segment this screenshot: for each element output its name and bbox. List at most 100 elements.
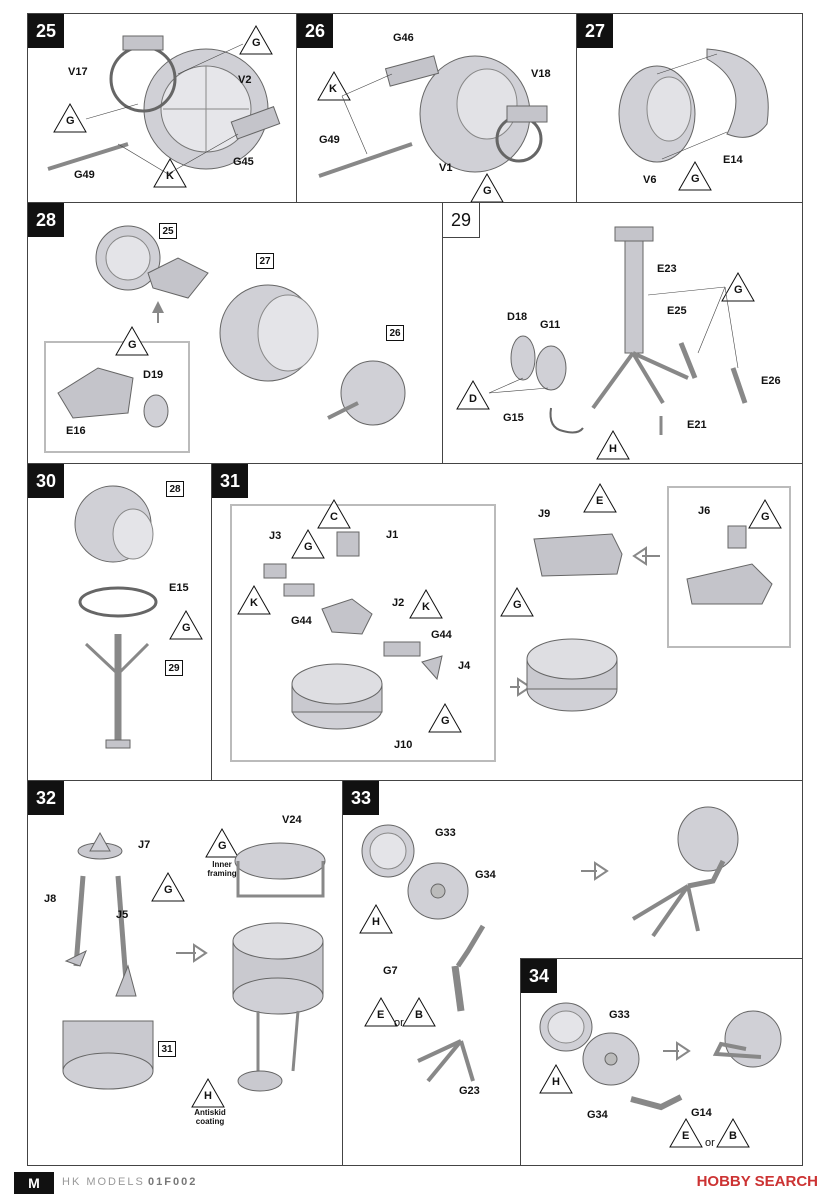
label-g: G (252, 37, 261, 49)
step-29-panel: 29 E23 G D18 G11 E25 E26 D G15 E21 H (442, 202, 803, 464)
label-g49: G49 (319, 134, 340, 146)
step-30-panel: 30 28 29 E15 G (27, 463, 212, 781)
label-g23: G23 (459, 1085, 480, 1097)
brand-logo: M (14, 1172, 54, 1194)
label-v2: V2 (238, 74, 252, 86)
step-32-panel: 32 31 J7 G J8 J5 V24 G Inner framing H A… (27, 780, 343, 1166)
label-e25: E25 (667, 305, 687, 317)
ref-step-27: 27 (256, 253, 274, 269)
label-g15: G15 (503, 412, 524, 424)
label-g14: G14 (691, 1107, 712, 1119)
label-v18: V18 (531, 68, 551, 80)
label-b: B (729, 1130, 737, 1142)
step-28-drawing (57, 225, 406, 428)
label-e: E (596, 495, 604, 507)
step-number: 31 (212, 464, 248, 498)
label-e: E (377, 1009, 385, 1021)
label-k: K (329, 83, 337, 95)
label-g: G (761, 511, 770, 523)
ref-step-31: 31 (158, 1041, 176, 1057)
ref-step-25: 25 (159, 223, 177, 239)
label-e21: E21 (687, 419, 707, 431)
label-j2: J2 (392, 597, 405, 609)
label-c: C (330, 511, 338, 523)
label-or: or (394, 1017, 404, 1029)
label-e16: E16 (66, 425, 86, 437)
label-k: K (422, 601, 430, 613)
label-g: G (513, 599, 522, 611)
label-g44: G44 (431, 629, 452, 641)
label-g: G (128, 339, 137, 351)
step-number: 25 (28, 14, 64, 48)
label-h: H (204, 1090, 212, 1102)
step-34-drawing (539, 1002, 782, 1148)
step-31-panel: 31 C J1 J3 G K J2 G44 K G44 J4 (211, 463, 803, 781)
label-j4: J4 (458, 660, 471, 672)
label-j6: J6 (698, 505, 711, 517)
step-number: 29 (443, 203, 480, 238)
label-j7: J7 (138, 839, 151, 851)
label-k: K (166, 170, 174, 182)
label-h: H (372, 916, 380, 928)
label-g: G (304, 541, 313, 553)
step-32-drawing (62, 827, 326, 1108)
label-e26: E26 (761, 375, 781, 387)
label-g: G (66, 115, 75, 127)
step-27-drawing (618, 48, 769, 191)
step-number: 34 (521, 959, 557, 993)
step-26-panel: 26 G46 K V18 G49 V1 G (296, 13, 577, 203)
label-j5: J5 (116, 909, 129, 921)
label-j9: J9 (538, 508, 551, 520)
step-27-panel: 27 V6 G E14 (576, 13, 803, 203)
inset-box-left (230, 504, 496, 762)
label-k: K (250, 597, 258, 609)
label-d18: D18 (507, 311, 528, 323)
step-number: 27 (577, 14, 613, 48)
label-h: H (609, 443, 617, 455)
label-g: G (691, 173, 700, 185)
label-g: G (218, 840, 227, 852)
step-26-drawing (317, 55, 548, 203)
label-v17: V17 (68, 66, 88, 78)
step-29-drawing (456, 226, 755, 460)
ref-step-26: 26 (386, 325, 404, 341)
label-g11: G11 (540, 319, 561, 331)
brand-name: HK MODELS (62, 1176, 145, 1188)
label-j3: J3 (269, 530, 282, 542)
label-g44: G44 (291, 615, 312, 627)
label-g: G (182, 622, 191, 634)
ref-step-29: 29 (165, 660, 183, 676)
ref-step-28: 28 (166, 481, 184, 497)
product-code: 01F002 (148, 1176, 198, 1188)
step-number: 30 (28, 464, 64, 498)
label-g33: G33 (609, 1009, 630, 1021)
label-g49: G49 (74, 169, 95, 181)
label-v1: V1 (439, 162, 453, 174)
label-g: G (734, 284, 743, 296)
step-number: 33 (343, 781, 379, 815)
label-g: G (441, 715, 450, 727)
step-number: 26 (297, 14, 333, 48)
label-g7: G7 (383, 965, 398, 977)
label-g34: G34 (587, 1109, 608, 1121)
inner-framing-note: Inner framing (207, 860, 237, 878)
label-e: E (682, 1130, 690, 1142)
label-j8: J8 (44, 893, 57, 905)
step-28-panel: 28 25 27 26 G D19 E16 (27, 202, 443, 464)
antiskid-coating-note: Antiskid coating (194, 1108, 226, 1126)
label-d19: D19 (143, 369, 164, 381)
label-d: D (469, 393, 477, 405)
label-g46: G46 (393, 32, 414, 44)
step-25-drawing (47, 24, 281, 188)
label-j10: J10 (394, 739, 413, 751)
label-g45: G45 (233, 156, 254, 168)
step-25-panel: 25 G V17 V2 G G49 K G45 (27, 13, 297, 203)
step-number: 28 (28, 203, 64, 237)
label-g34: G34 (475, 869, 496, 881)
label-b: B (415, 1009, 423, 1021)
inset-box (44, 341, 190, 453)
label-v24: V24 (282, 814, 302, 826)
step-31-drawing (237, 482, 782, 733)
label-g: G (164, 884, 173, 896)
label-e23: E23 (657, 263, 677, 275)
